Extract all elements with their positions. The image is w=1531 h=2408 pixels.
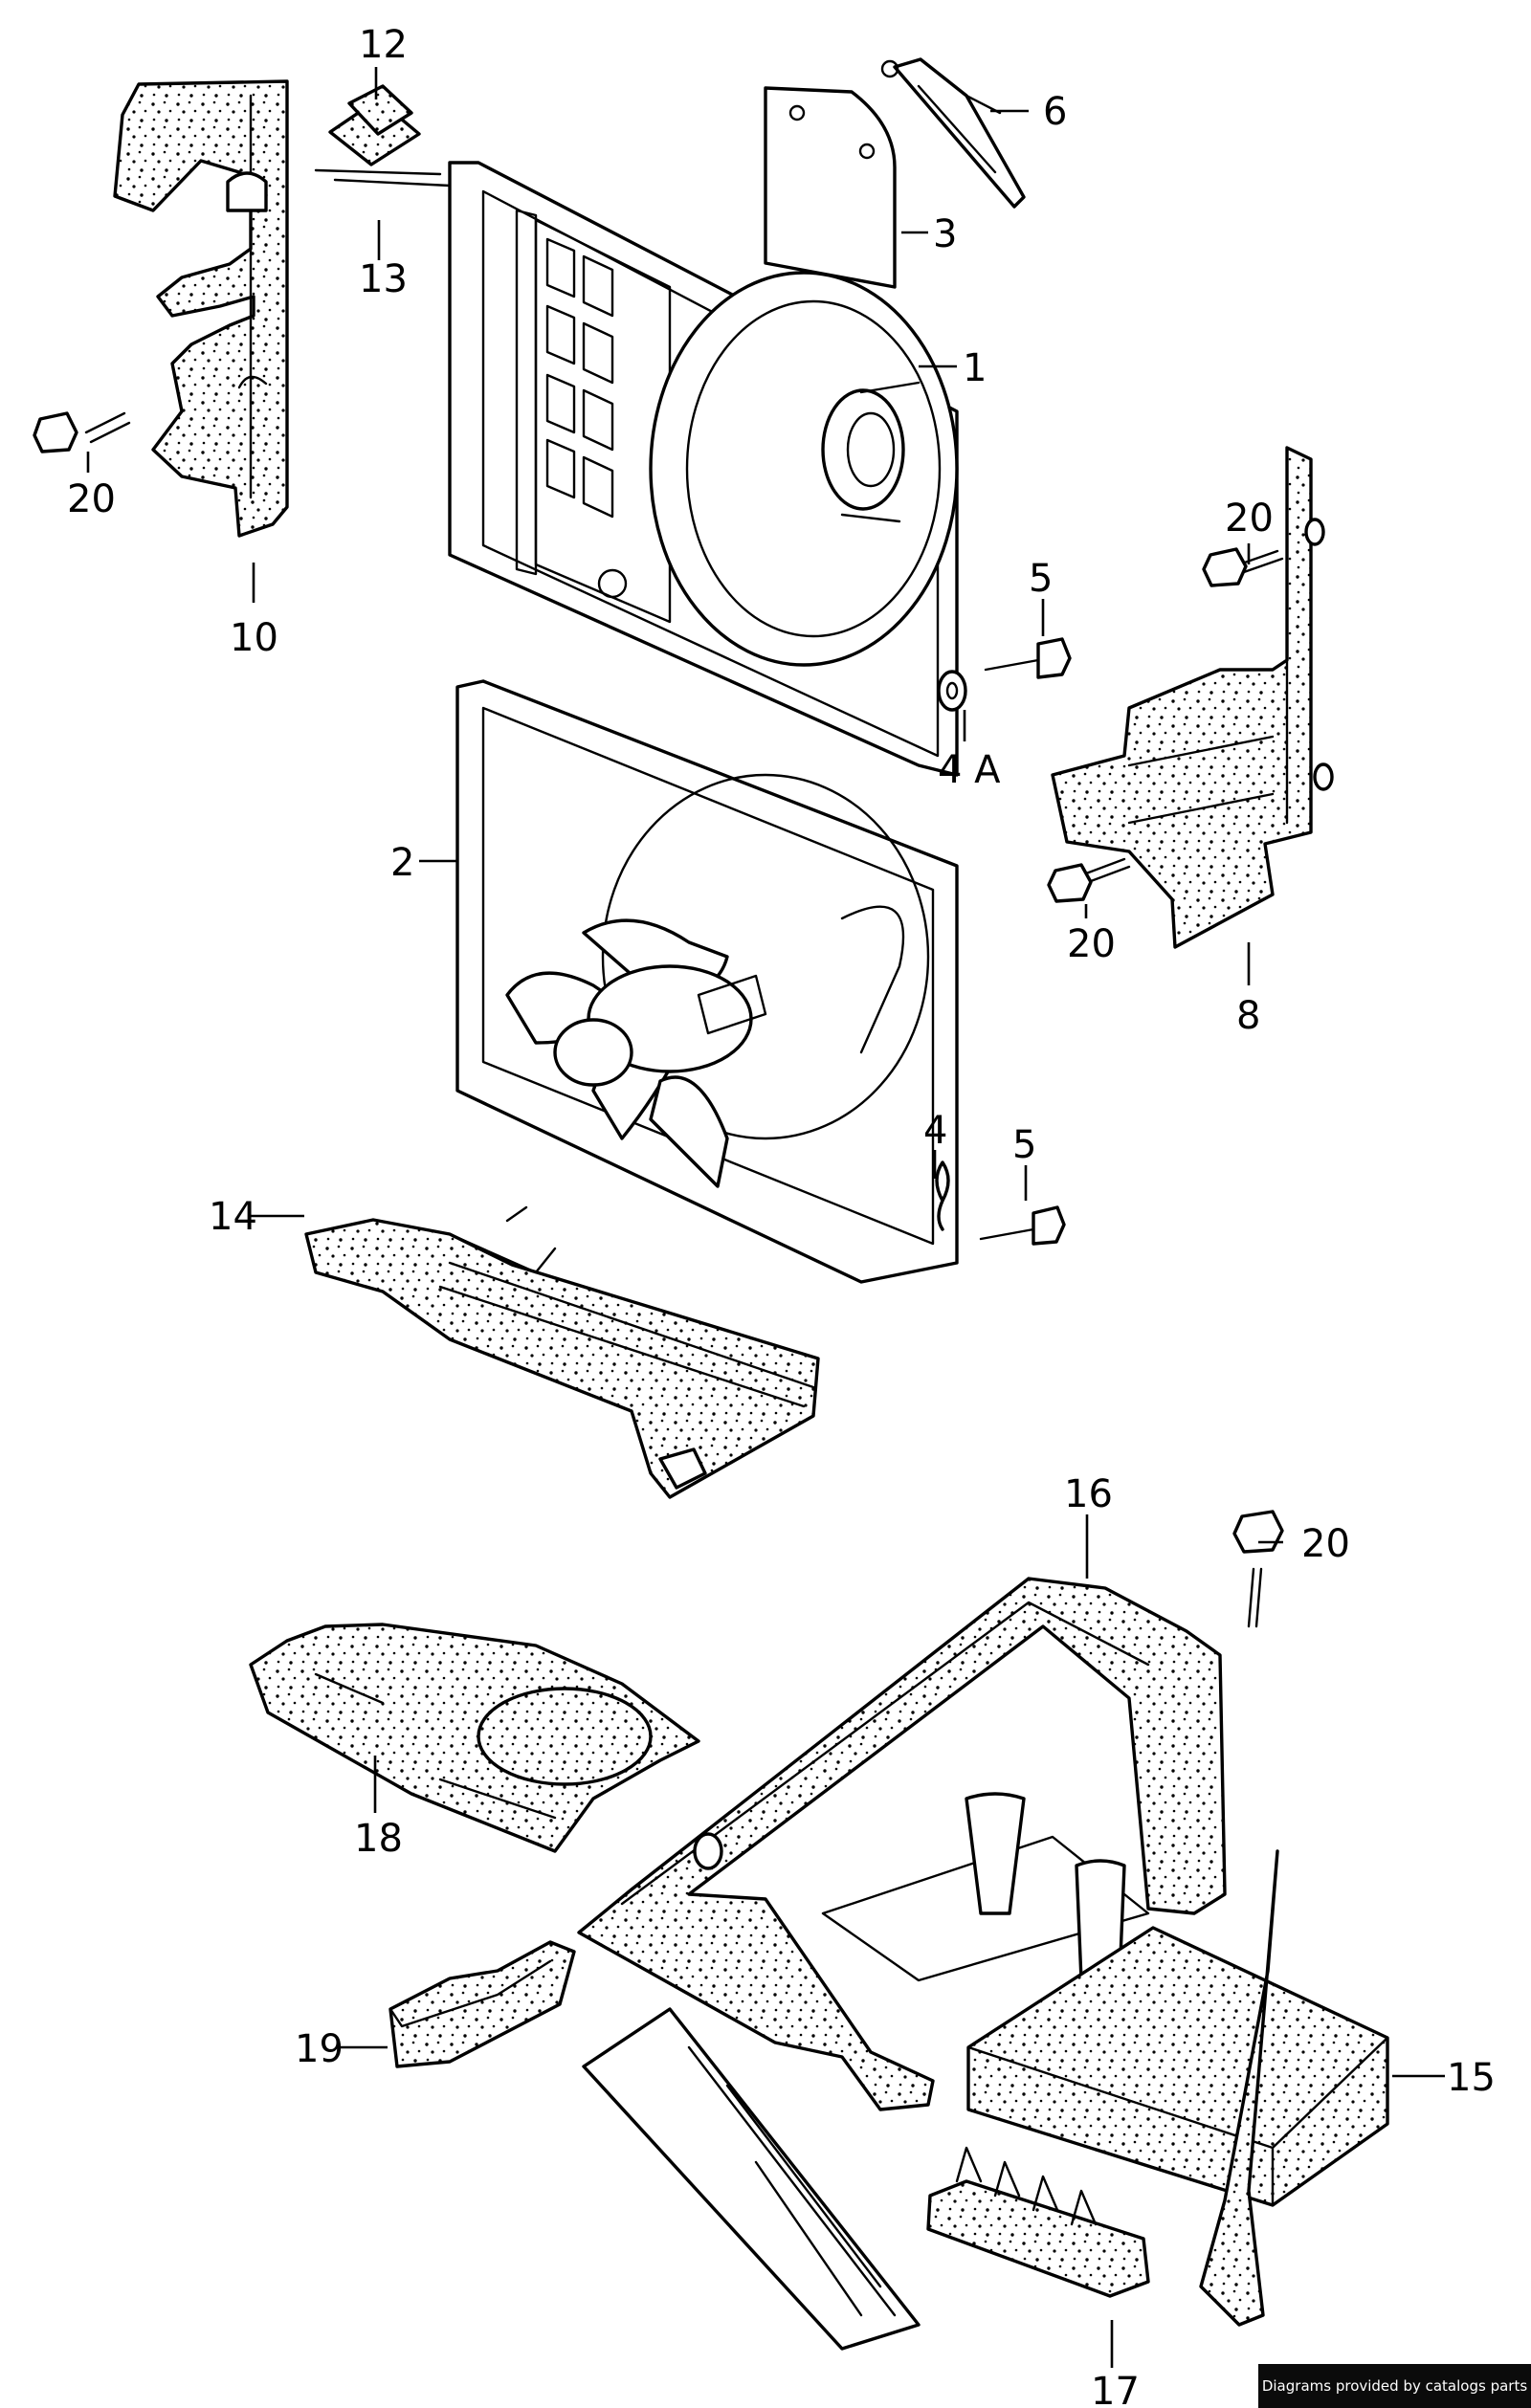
part-4a-washer[interactable]	[937, 670, 967, 712]
part-16-radiator-frame[interactable]	[577, 1577, 1227, 2111]
part-3-plate[interactable]	[764, 86, 897, 289]
callout-20-lower[interactable]: 20	[1301, 1522, 1350, 1566]
callout-1[interactable]: 1	[963, 346, 987, 390]
callout-8[interactable]: 8	[1236, 994, 1260, 1038]
callout-3[interactable]: 3	[933, 212, 957, 256]
callout-15[interactable]: 15	[1447, 2056, 1496, 2100]
part-10-air-baffle[interactable]	[113, 79, 289, 538]
part-2-fan-assembly[interactable]	[455, 679, 959, 1284]
callout-18[interactable]: 18	[354, 1817, 403, 1861]
part-4-clip[interactable]	[935, 1160, 950, 1231]
radiator-core	[582, 1792, 1150, 2351]
callout-10[interactable]: 10	[230, 616, 278, 660]
callout-2[interactable]: 2	[390, 841, 414, 885]
callout-16[interactable]: 16	[1064, 1472, 1113, 1516]
callout-17[interactable]: 17	[1091, 2370, 1140, 2408]
part-15-foam-block[interactable]	[966, 1849, 1389, 2327]
callout-5-lower[interactable]: 5	[1012, 1123, 1036, 1167]
leader-lines	[86, 67, 1445, 2368]
part-5-screw-upper[interactable]	[984, 637, 1072, 679]
callout-20-right-upper[interactable]: 20	[1225, 497, 1274, 541]
part-1-fan-shroud[interactable]	[448, 161, 959, 777]
credit-badge: Diagrams provided by catalogs parts	[1258, 2364, 1531, 2408]
callout-12[interactable]: 12	[359, 23, 408, 67]
callout-19[interactable]: 19	[295, 2027, 344, 2071]
callout-4a[interactable]: 4 A	[938, 748, 1001, 792]
part-20-bolt-right-upper[interactable]	[1202, 547, 1284, 587]
part-18-air-duct[interactable]	[249, 1623, 700, 1853]
part-13-seal-strip[interactable]	[314, 168, 452, 188]
part-8-air-baffle[interactable]	[1051, 446, 1334, 949]
callout-4[interactable]: 4	[923, 1109, 947, 1153]
part-6-bracket[interactable]	[880, 57, 1026, 209]
callout-13[interactable]: 13	[359, 257, 408, 301]
credit-text: Diagrams provided by catalogs parts	[1261, 2377, 1528, 2395]
callout-6[interactable]: 6	[1043, 90, 1067, 134]
callout-14[interactable]: 14	[209, 1195, 257, 1239]
part-20-bolt-left[interactable]	[33, 411, 131, 453]
part-12-foam-pad[interactable]	[328, 84, 421, 166]
callout-20-right-lower[interactable]: 20	[1067, 922, 1116, 966]
part-20-bolt-lower[interactable]	[1232, 1510, 1284, 1628]
part-17-bracket[interactable]	[926, 2146, 1150, 2298]
part-19-foam-block[interactable]	[388, 1940, 576, 2068]
part-5-screw-lower[interactable]	[979, 1205, 1066, 1246]
callout-20-left[interactable]: 20	[67, 477, 116, 521]
callout-5-upper[interactable]: 5	[1029, 557, 1053, 601]
callout-labels: 12 13 6 3 1 20 10 5 4 A 20 2 20 8 5 4 14…	[67, 23, 1496, 2408]
part-20-bolt-right-lower[interactable]	[1047, 857, 1131, 903]
part-14-air-guide[interactable]	[304, 1205, 820, 1499]
